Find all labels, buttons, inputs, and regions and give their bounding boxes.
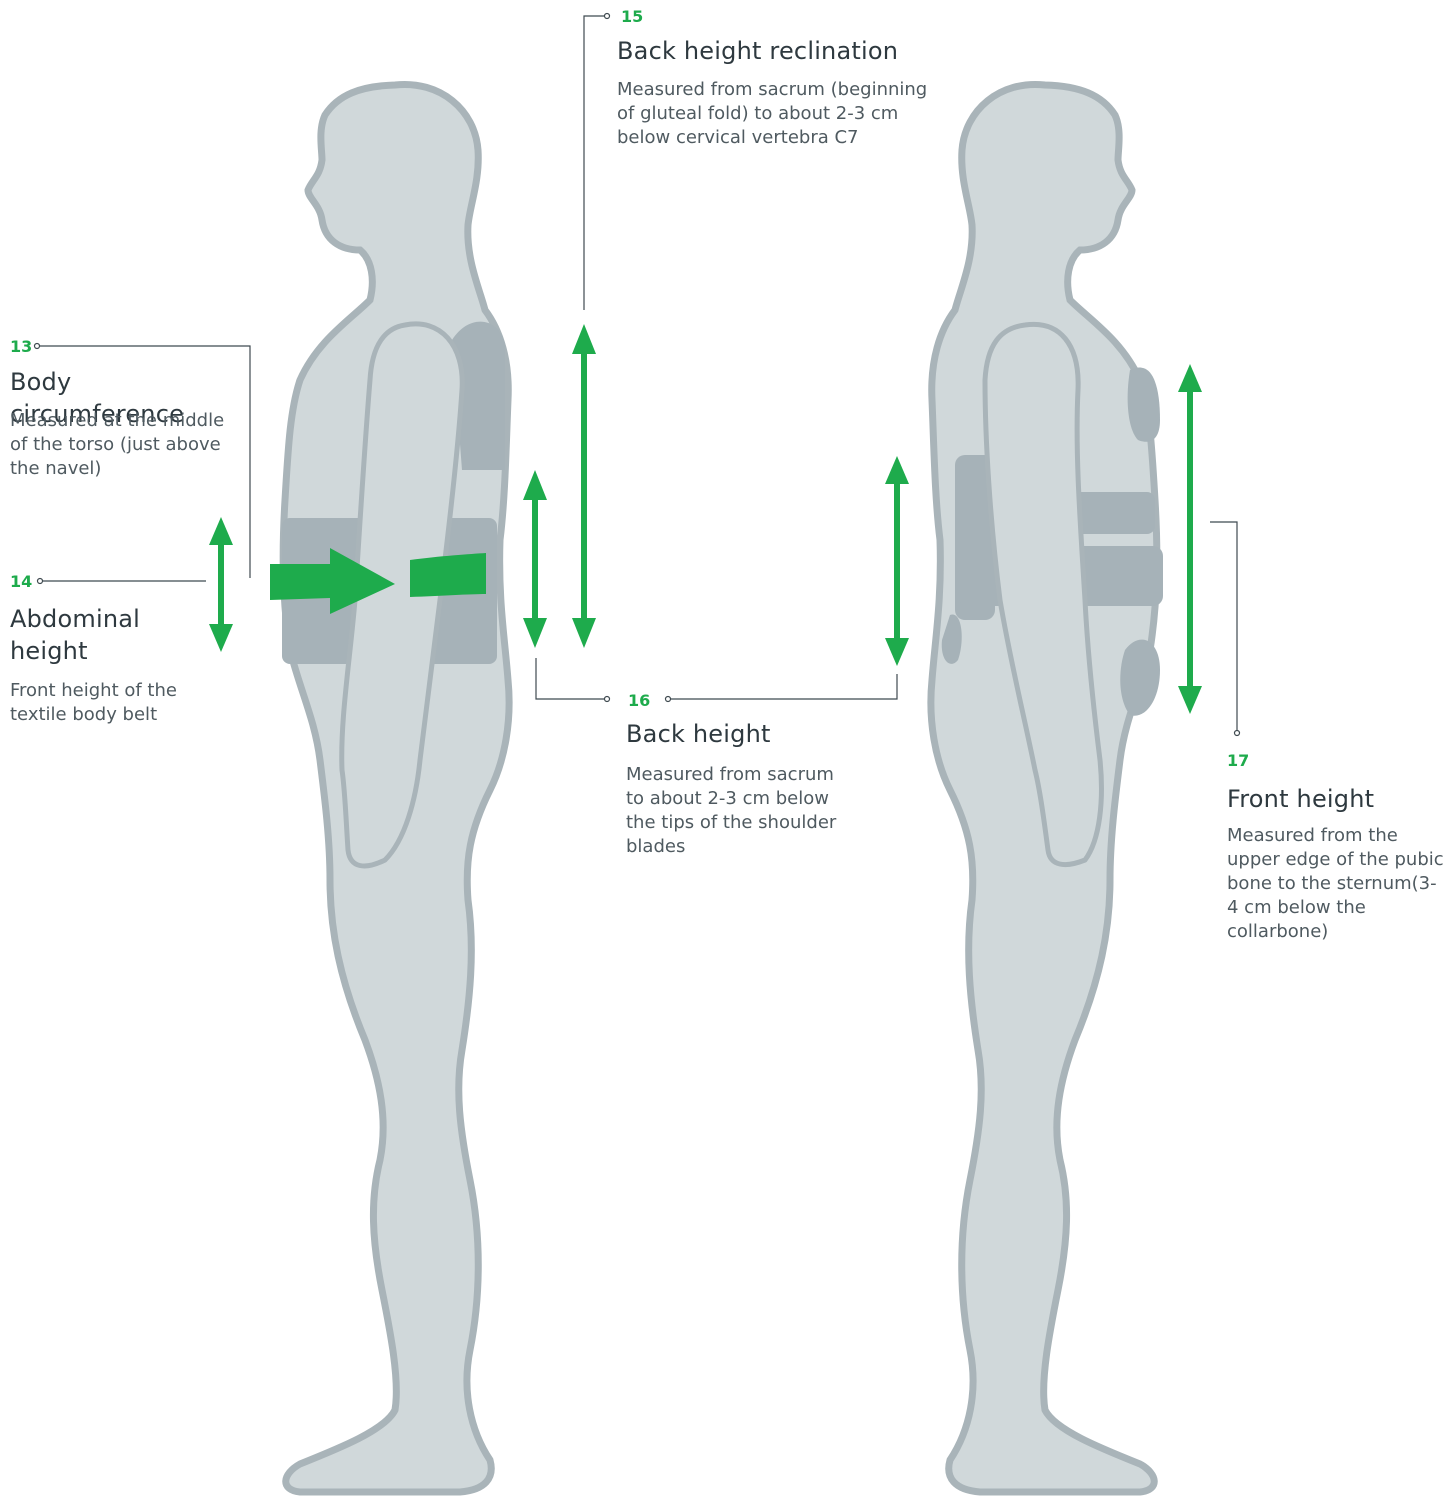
leader-16b-dot [666,697,671,702]
measurement-number: 16 [628,692,650,710]
left-figure [270,84,509,1492]
leader-17 [1210,522,1237,733]
measurement-title: Back height reclination [617,35,937,67]
arrow-back-height-reclination-icon [572,324,596,648]
right-sternal-pad [1128,367,1160,441]
measurement-description: Measured from the upper edge of the pubi… [1227,824,1445,944]
measurement-title: Abdominal height [10,603,180,667]
leader-16a-dot [605,697,610,702]
measurement-title: Front height [1227,783,1442,815]
leader-15-dot [605,14,610,19]
measurement-description: Measured at the middle of the torso (jus… [10,409,235,481]
leader-14-dot [38,579,43,584]
measurement-number: 15 [621,8,643,26]
arrow-front-height-icon [1178,364,1202,714]
leader-15 [584,16,607,310]
measurement-title: Back height [626,718,866,750]
arrow-back-height-right-icon [885,456,909,666]
measurement-number: 17 [1227,752,1249,770]
right-figure [931,84,1163,1492]
measurement-number: 14 [10,573,32,591]
measurement-number: 13 [10,338,32,356]
leader-13-dot [35,344,40,349]
right-pubic-pad [1120,640,1160,716]
arrow-back-height-left-icon [523,470,547,648]
circumference-band [410,553,486,597]
leader-17-dot [1235,731,1240,736]
measurement-description: Measured from sacrum to about 2-3 cm bel… [626,763,851,859]
leader-16a [536,658,607,699]
measurement-description: Measured from sacrum (beginning of glute… [617,78,935,150]
measurement-description: Front height of the textile body belt [10,679,190,727]
arrow-abdominal-height-icon [209,517,233,652]
leader-16b [668,674,897,699]
